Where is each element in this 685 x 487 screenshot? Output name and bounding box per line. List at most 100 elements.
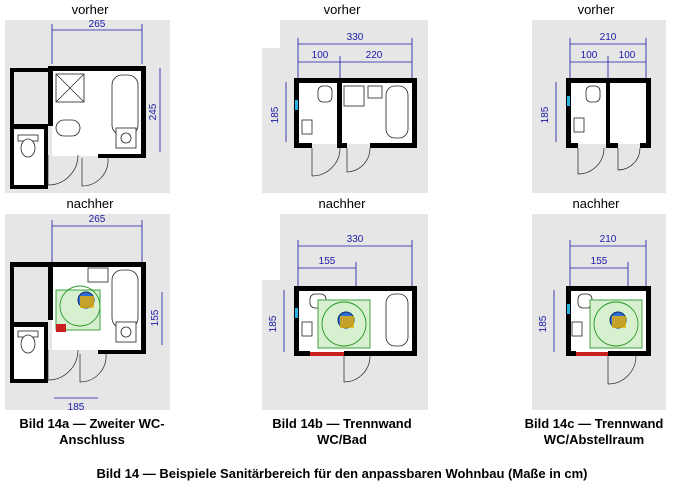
basin-bowl <box>120 132 132 144</box>
wall <box>640 143 651 148</box>
wall <box>10 124 48 129</box>
bathtub <box>111 74 139 136</box>
wall <box>606 143 618 148</box>
threshold <box>310 352 344 356</box>
turning-circle <box>321 301 367 347</box>
panel-14c-after: nachher 210 155 185 <box>532 196 666 410</box>
panel-14c-before: vorher 210 100 100 185 <box>532 2 666 193</box>
bathtub <box>111 269 139 329</box>
door-swing <box>81 157 109 187</box>
wc <box>301 119 313 135</box>
label-vorher-14b: vorher <box>324 2 362 17</box>
dim-left: 155 <box>319 256 336 267</box>
wall <box>344 351 417 356</box>
dim-left: 100 <box>581 50 598 61</box>
window <box>567 96 570 106</box>
shower <box>343 85 365 107</box>
wall <box>98 350 146 354</box>
wall <box>10 68 48 72</box>
basin-bowl <box>120 326 132 338</box>
dim-total: 210 <box>600 234 617 245</box>
dim-right: 220 <box>366 50 383 61</box>
bathtub <box>385 293 409 347</box>
shower-line <box>55 73 85 103</box>
wheelchair-icon <box>340 316 354 328</box>
wall <box>370 143 417 148</box>
wall <box>646 78 651 148</box>
caption-14c-line2: WC/Abstellraum <box>544 432 644 447</box>
panel-14b-before: vorher 330 100 220 185 <box>262 2 428 193</box>
window <box>295 308 298 318</box>
caption-14a-line2: Anschluss <box>59 432 125 447</box>
wall <box>10 262 146 267</box>
label-nachher-14a: nachher <box>67 196 115 211</box>
wall <box>566 286 571 356</box>
wall <box>412 78 417 148</box>
wall <box>10 185 48 189</box>
label-vorher-14a: vorher <box>72 2 110 17</box>
caption-14b-line2: WC/Bad <box>317 432 367 447</box>
wall <box>608 351 651 356</box>
door-swing <box>343 355 371 383</box>
dim-height: 185 <box>538 315 549 332</box>
caption-14a-line1: Bild 14a — Zweiter WC- <box>19 416 164 431</box>
bidet <box>55 119 81 137</box>
bg-notch <box>262 214 280 280</box>
caption-14b-line1: Bild 14b — Trennwand <box>272 416 411 431</box>
washbasin-2 <box>367 85 383 99</box>
wall <box>48 66 53 126</box>
wall <box>337 78 342 148</box>
door-swing <box>577 147 605 175</box>
wall <box>606 78 610 148</box>
dim-height: 185 <box>540 106 551 123</box>
dim-total: 330 <box>347 32 364 43</box>
door-swing <box>47 154 79 186</box>
wall <box>141 66 146 158</box>
wall <box>294 351 310 356</box>
dim-left: 100 <box>312 50 329 61</box>
wc <box>573 117 585 133</box>
wc <box>301 321 313 337</box>
wc <box>571 321 583 337</box>
dim-height: 185 <box>270 106 281 123</box>
wall <box>294 286 416 291</box>
wall <box>337 143 347 148</box>
door-swing <box>79 353 107 383</box>
turning-circle <box>59 285 101 327</box>
grab-bar <box>56 324 66 332</box>
wall <box>44 322 48 382</box>
dim-total: 330 <box>347 234 364 245</box>
wall <box>294 143 312 148</box>
dim-right: 155 <box>150 309 161 326</box>
wall <box>141 262 146 354</box>
dim-width: 265 <box>89 214 106 225</box>
dim-width: 265 <box>89 19 106 30</box>
wall <box>646 286 651 356</box>
door-swing <box>311 147 341 177</box>
dim-bottom: 185 <box>68 402 85 413</box>
captions: Bild 14a — Zweiter WC- Anschluss Bild 14… <box>19 416 663 481</box>
panel-14a-before: vorher 265 245 <box>5 2 170 193</box>
bg-notch <box>262 20 280 48</box>
wall <box>566 286 650 291</box>
dim-total: 210 <box>600 32 617 43</box>
caption-14c-line1: Bild 14c — Trennwand <box>525 416 664 431</box>
dim-right: 100 <box>619 50 636 61</box>
wall <box>412 286 417 356</box>
dim-height: 245 <box>148 103 159 120</box>
wall <box>10 322 48 327</box>
wall <box>48 262 53 320</box>
wall <box>10 379 48 383</box>
wc-new <box>87 267 109 283</box>
wc-bowl <box>20 334 36 354</box>
label-vorher-14c: vorher <box>578 2 616 17</box>
wheelchair-icon <box>80 296 94 308</box>
wall <box>566 351 576 356</box>
bathtub <box>385 85 409 139</box>
wall <box>294 78 416 83</box>
wall <box>44 124 48 188</box>
label-nachher-14c: nachher <box>573 196 621 211</box>
wall <box>48 66 146 71</box>
dim-left: 155 <box>591 256 608 267</box>
